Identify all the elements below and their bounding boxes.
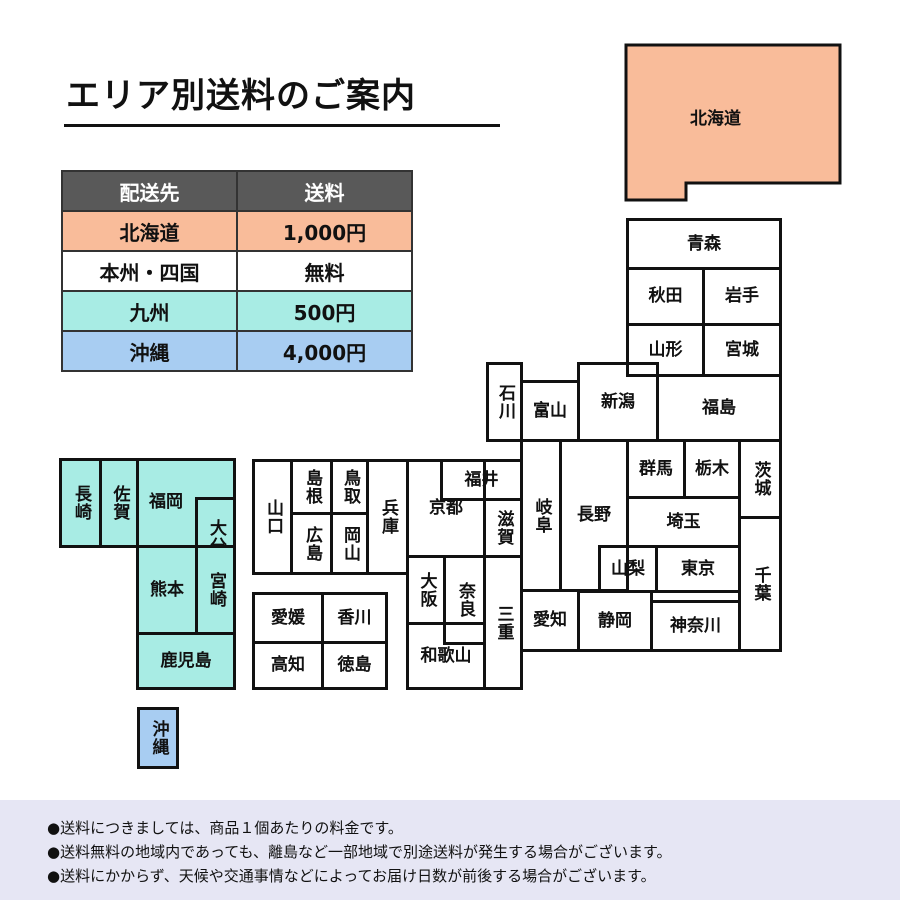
pref-shimane: 島根: [290, 459, 333, 515]
table-header-row: 配送先 送料: [61, 170, 413, 212]
pref-kumamoto: 熊本: [136, 545, 198, 635]
row-area: 北海道: [61, 210, 238, 252]
row-area: 九州: [61, 290, 238, 332]
header-destination: 配送先: [61, 170, 238, 212]
pref-hokkaido: 北海道: [690, 109, 741, 129]
pref-niigata: 新潟: [577, 362, 659, 442]
pref-aichi: 愛知: [520, 589, 580, 652]
pref-wakayama: 和歌山: [406, 622, 486, 690]
pref-kanagawa: 神奈川: [650, 600, 741, 652]
row-area: 沖縄: [61, 330, 238, 372]
notes-footer: ●送料につきましては、商品１個あたりの料金です。 ●送料無料の地域内であっても、…: [0, 800, 900, 900]
pref-gifu: 岐阜: [520, 439, 562, 592]
row-fee: 1,000円: [236, 210, 413, 252]
pref-akita: 秋田: [626, 267, 705, 326]
pref-fukushima: 福島: [656, 374, 782, 442]
title-underline: [64, 124, 500, 127]
pref-ibaraki: 茨城: [738, 439, 782, 519]
pref-yamaguchi: 山口: [252, 459, 293, 575]
pref-saitama: 埼玉: [626, 496, 741, 548]
pref-hiroshima: 広島: [290, 512, 333, 575]
pref-hyogo: 兵庫: [366, 459, 409, 575]
pref-miyagi: 宮城: [702, 323, 782, 377]
pref-toyama: 富山: [520, 380, 580, 442]
row-area: 本州・四国: [61, 250, 238, 292]
pref-shizuoka: 静岡: [577, 590, 653, 652]
pref-mie: 三重: [483, 555, 523, 690]
pref-kagoshima: 鹿児島: [136, 632, 236, 690]
japan-map: 北海道 青森 秋田 岩手 山形 宮城 福島 石川 富山 新潟 岐阜 長野 群馬 …: [59, 43, 842, 769]
hokkaido-shape: [624, 43, 842, 202]
note-line: ●送料にかからず、天候や交通事情などによってお届け日数が前後する場合がございます…: [47, 867, 656, 885]
row-fee: 500円: [236, 290, 413, 332]
note-line: ●送料につきましては、商品１個あたりの料金です。: [47, 819, 403, 837]
pref-nagasaki: 長崎: [59, 458, 102, 548]
pref-tokushima: 徳島: [321, 641, 388, 690]
pref-tottori: 鳥取: [330, 459, 369, 515]
table-row: 九州 500円: [61, 290, 413, 332]
row-fee: 4,000円: [236, 330, 413, 372]
pref-kagawa: 香川: [321, 592, 388, 644]
pref-miyazaki: 宮崎: [195, 545, 236, 635]
pref-ehime: 愛媛: [252, 592, 324, 644]
pref-okinawa: 沖縄: [137, 707, 179, 769]
pref-kochi: 高知: [252, 641, 324, 690]
shipping-rate-table: 配送先 送料 北海道 1,000円 本州・四国 無料 九州 500円 沖縄 4,…: [61, 170, 413, 372]
table-row: 本州・四国 無料: [61, 250, 413, 292]
pref-gunma: 群馬: [626, 439, 686, 499]
pref-nara: 奈良: [443, 555, 486, 645]
pref-shiga: 滋賀: [483, 498, 523, 558]
table-row: 北海道 1,000円: [61, 210, 413, 252]
page-title: エリア別送料のご案内: [66, 76, 416, 116]
pref-tochigi: 栃木: [683, 439, 741, 499]
note-line: ●送料無料の地域内であっても、離島など一部地域で別途送料が発生する場合がございま…: [47, 843, 672, 861]
pref-okayama: 岡山: [330, 512, 369, 575]
table-row: 沖縄 4,000円: [61, 330, 413, 372]
pref-yamanashi: 山梨: [598, 545, 658, 593]
pref-tokyo: 東京: [655, 545, 741, 593]
pref-kyoto: 京都: [406, 459, 486, 558]
row-fee: 無料: [236, 250, 413, 292]
pref-iwate: 岩手: [702, 267, 782, 326]
pref-osaka: 大阪: [406, 555, 446, 625]
pref-chiba: 千葉: [738, 516, 782, 652]
pref-aomori: 青森: [626, 218, 782, 270]
pref-saga: 佐賀: [99, 458, 139, 548]
pref-ishikawa: 石川: [486, 362, 523, 442]
header-fee: 送料: [236, 170, 413, 212]
